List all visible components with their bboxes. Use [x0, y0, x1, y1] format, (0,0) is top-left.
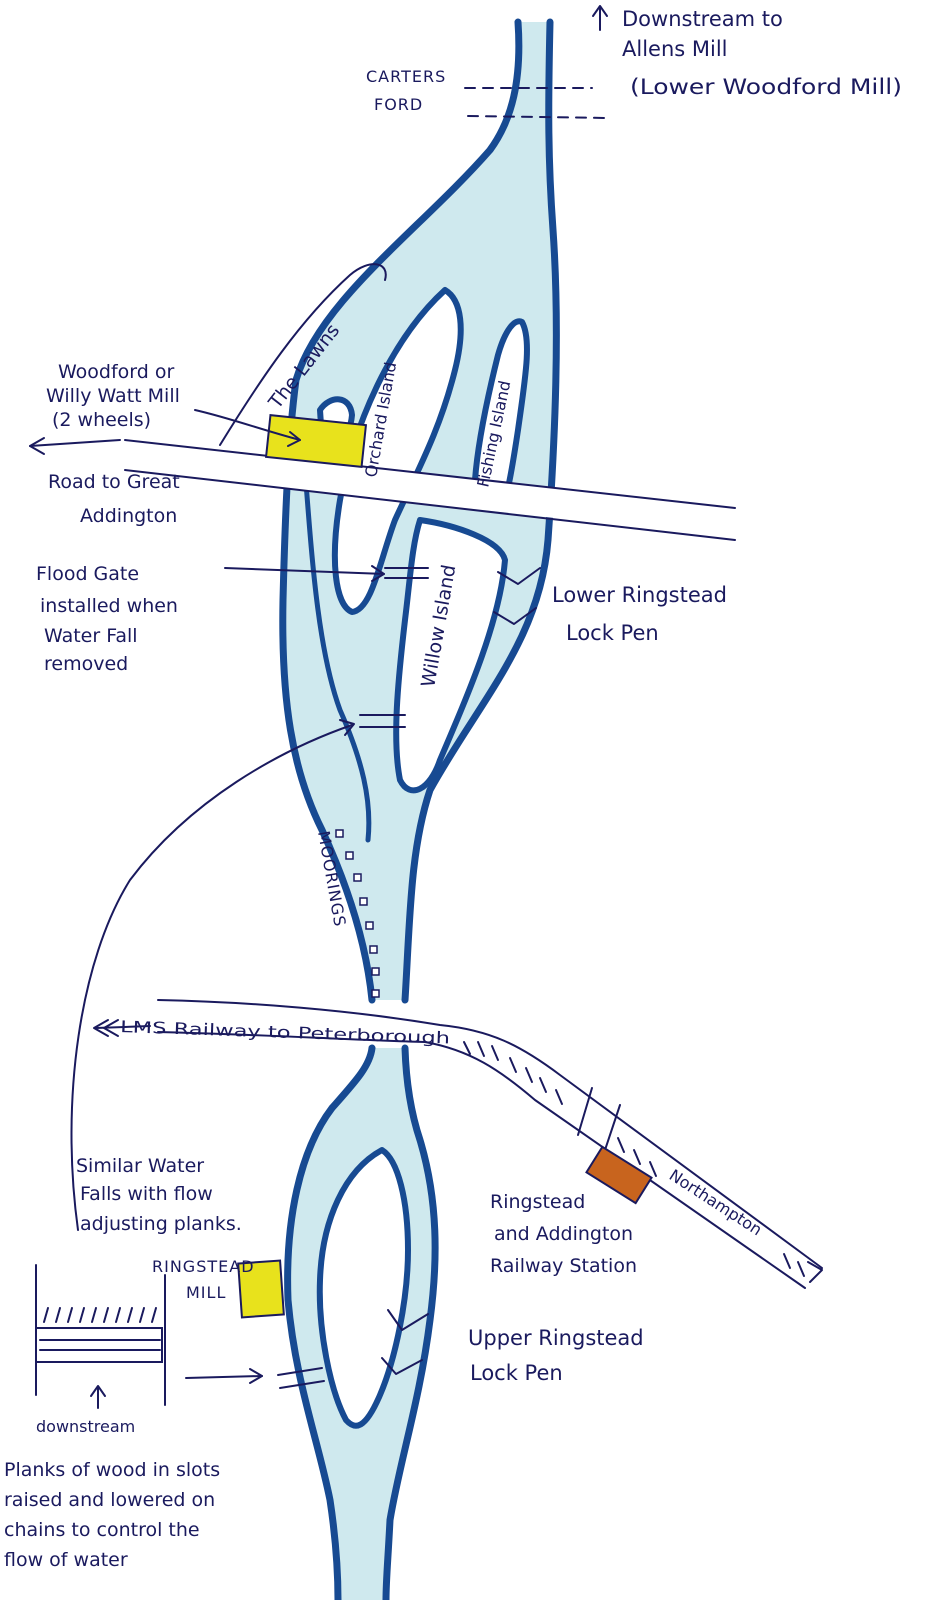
- label-similar-falls-2: Falls with flow: [80, 1183, 213, 1205]
- label-allens-mill: Allens Mill: [622, 37, 728, 61]
- inset-up-arrow-icon: [90, 1385, 106, 1409]
- label-road-2: Addington: [80, 505, 177, 527]
- the-lawns-boundary: [219, 263, 387, 446]
- upper-lock-gates: [381, 1309, 429, 1375]
- flood-gate-pointer: [224, 565, 385, 582]
- label-station-2: and Addington: [494, 1223, 633, 1245]
- road-great-addington: [29, 437, 736, 541]
- label-similar-falls-1: Similar Water: [76, 1155, 204, 1177]
- label-flood-gate-4: removed: [44, 653, 128, 675]
- label-woodford-mill-3: (2 wheels): [52, 409, 151, 431]
- label-ford: FORD: [374, 95, 423, 114]
- label-carters: CARTERS: [366, 67, 446, 86]
- flood-gate: [384, 567, 429, 579]
- label-planks-3: chains to control the: [4, 1519, 200, 1541]
- river-upper-water: [282, 22, 557, 1000]
- water-fall-planks-lower: [277, 1367, 325, 1389]
- plank-slot-diagram: [35, 1264, 263, 1409]
- label-road-1: Road to Great: [48, 471, 180, 493]
- label-lower-lock-2: Lock Pen: [566, 621, 659, 645]
- railway-arrow-icon: [93, 1019, 151, 1037]
- railway-end-arrow-icon: [807, 1261, 823, 1283]
- railway-sleepers: [463, 1041, 805, 1277]
- moorings-posts: [335, 829, 380, 998]
- lower-lock-gates: [493, 567, 541, 625]
- downstream-arrow-icon: [592, 5, 608, 31]
- inset-pointer-arrow-icon: [185, 1368, 263, 1384]
- river-lower: [284, 1044, 439, 1600]
- label-upper-lock-2: Lock Pen: [470, 1361, 563, 1385]
- label-ringstead-mill-2: MILL: [186, 1283, 226, 1302]
- label-flood-gate-3: Water Fall: [44, 625, 138, 647]
- willow-island-shape: [393, 517, 508, 794]
- label-ringstead-mill-1: RINGSTEAD: [152, 1257, 255, 1276]
- similar-falls-pointer: [70, 719, 355, 1231]
- label-woodford-mill-1: Woodford or: [58, 361, 174, 383]
- label-planks-1: Planks of wood in slots: [4, 1459, 220, 1481]
- woodford-mill-pointer: [194, 409, 301, 447]
- carters-ford-lines: [464, 87, 609, 119]
- label-lower-lock-1: Lower Ringstead: [552, 583, 727, 607]
- ringstead-station-building: [585, 1145, 653, 1205]
- label-flood-gate-2: installed when: [40, 595, 178, 617]
- label-lower-woodford-mill: (Lower Woodford Mill): [630, 75, 902, 99]
- label-planks-4: flow of water: [4, 1549, 128, 1571]
- ringstead-island-shape: [316, 1147, 411, 1429]
- water-fall-planks-upper: [359, 714, 406, 728]
- woodford-mill-building: [264, 413, 368, 469]
- label-woodford-mill-2: Willy Watt Mill: [46, 385, 180, 407]
- label-station-3: Railway Station: [490, 1255, 637, 1277]
- label-upper-lock-1: Upper Ringstead: [468, 1326, 644, 1350]
- label-downstream-to: Downstream to: [622, 7, 783, 31]
- chain-marks: [43, 1307, 157, 1323]
- label-downstream: downstream: [36, 1417, 135, 1436]
- lms-railway: [93, 999, 823, 1289]
- lower-left-bank: [284, 1044, 376, 1600]
- millstream-channel: [302, 467, 372, 843]
- river-right-bank: [401, 18, 560, 1004]
- road-arrow-icon: [29, 437, 121, 455]
- label-similar-falls-3: adjusting planks.: [80, 1213, 242, 1235]
- lower-right-bank: [382, 1044, 439, 1600]
- label-planks-2: raised and lowered on: [4, 1489, 215, 1511]
- ringstead-mill-building: [237, 1259, 285, 1319]
- label-station-1: Ringstead: [490, 1191, 585, 1213]
- label-flood-gate-1: Flood Gate: [36, 563, 139, 585]
